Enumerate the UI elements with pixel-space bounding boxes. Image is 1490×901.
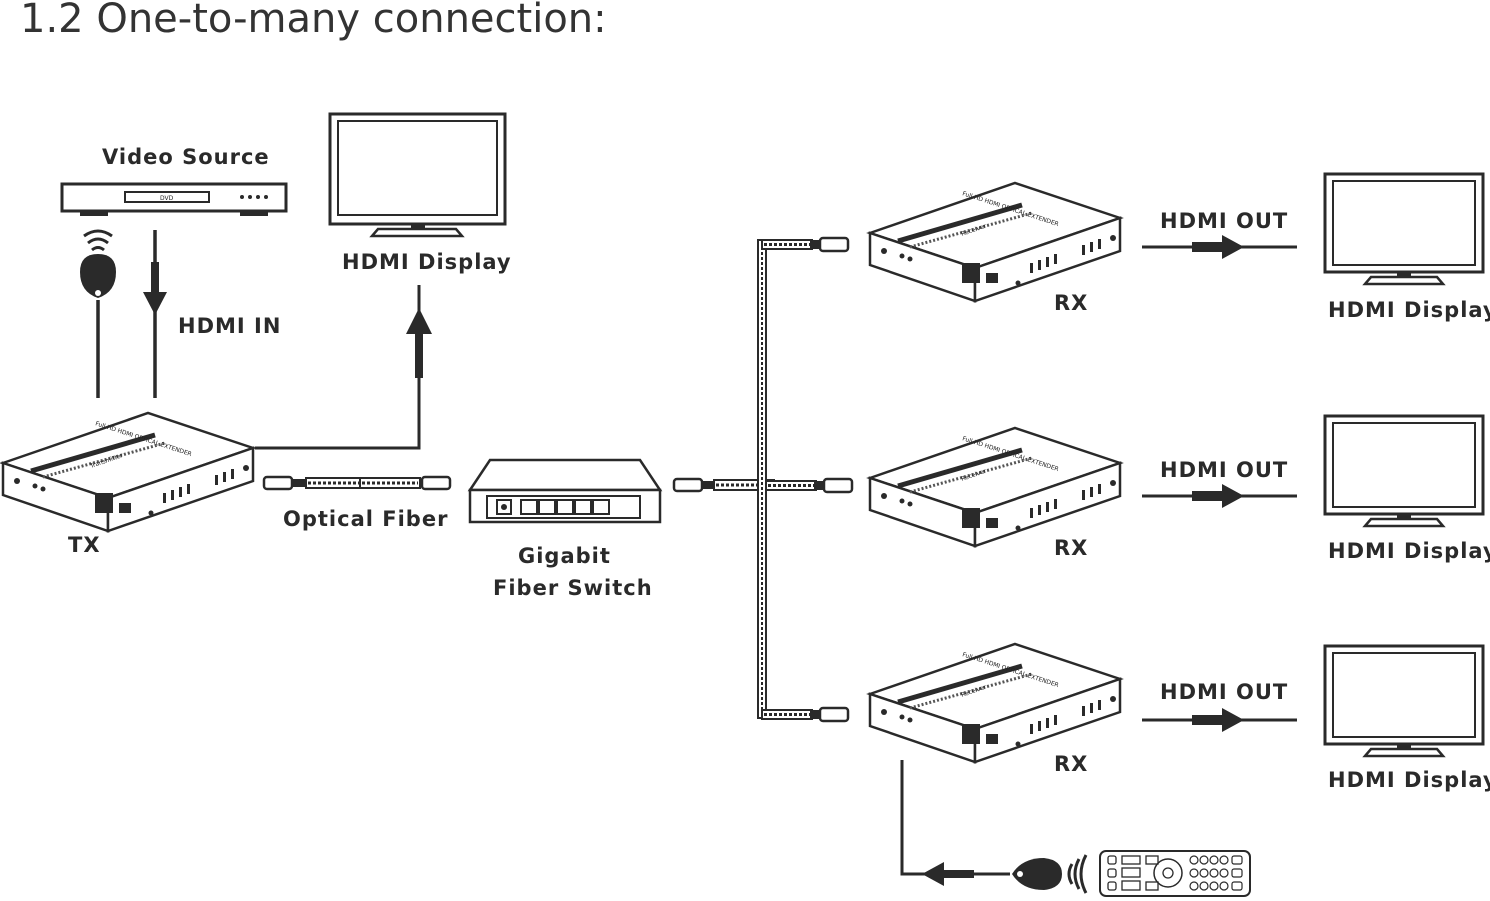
- hdmi-out3-arrow: [1140, 706, 1299, 734]
- ir-return-arrow: [900, 760, 1010, 886]
- ir-receiver-icon: [80, 229, 116, 398]
- gigabit-fiber-switch-icon: [467, 458, 663, 524]
- hdmi-out1-arrow: [1140, 233, 1299, 261]
- rx3-label: RX: [1054, 752, 1088, 776]
- optical-fiber-label: Optical Fiber: [283, 507, 448, 531]
- ir-emitter-icon: [1012, 854, 1088, 894]
- hdmi-up-arrow: [255, 285, 432, 450]
- rx1-receiver-box: Full HD HDMI OPTICAL EXTENDER Receiver: [870, 183, 1120, 301]
- rx2-label: RX: [1054, 536, 1088, 560]
- hdmi-display1-icon: [1323, 172, 1485, 286]
- remote-control-icon: [1099, 850, 1251, 897]
- optical-fiber-cable: [262, 475, 452, 491]
- hdmi-in-label: HDMI IN: [178, 314, 281, 338]
- tx-label: TX: [68, 533, 101, 557]
- hdmi-out1-label: HDMI OUT: [1160, 209, 1288, 233]
- hdmi-out2-arrow: [1140, 482, 1299, 510]
- dvd-player-icon: DVD: [60, 182, 288, 216]
- fiber-distribution-cables: [672, 236, 854, 723]
- tx-transmitter-box: Full HD HDMI OPTICAL EXTENDER Transmitte…: [3, 413, 253, 531]
- switch-label-line1: Gigabit: [518, 544, 611, 568]
- hdmi-display1-label: HDMI Display: [1328, 298, 1490, 322]
- hdmi-display2-icon: [1323, 414, 1485, 528]
- rx3-receiver-box: Full HD HDMI OPTICAL EXTENDER Receiver: [870, 644, 1120, 762]
- hdmi-display-top-icon: [328, 112, 507, 238]
- hdmi-out2-label: HDMI OUT: [1160, 458, 1288, 482]
- hdmi-display2-label: HDMI Display: [1328, 539, 1490, 563]
- dvd-label: DVD: [160, 195, 174, 202]
- video-source-label: Video Source: [102, 145, 270, 169]
- rx2-receiver-box: Full HD HDMI OPTICAL EXTENDER Receiver: [870, 428, 1120, 546]
- hdmi-display3-icon: [1323, 644, 1485, 758]
- hdmi-in-arrow: [143, 230, 167, 398]
- switch-label-line2: Fiber Switch: [493, 576, 653, 600]
- rx1-label: RX: [1054, 291, 1088, 315]
- hdmi-out3-label: HDMI OUT: [1160, 680, 1288, 704]
- hdmi-display3-label: HDMI Display: [1328, 768, 1490, 792]
- hdmi-display-top-label: HDMI Display: [342, 250, 512, 274]
- page-title: 1.2 One-to-many connection:: [20, 0, 607, 42]
